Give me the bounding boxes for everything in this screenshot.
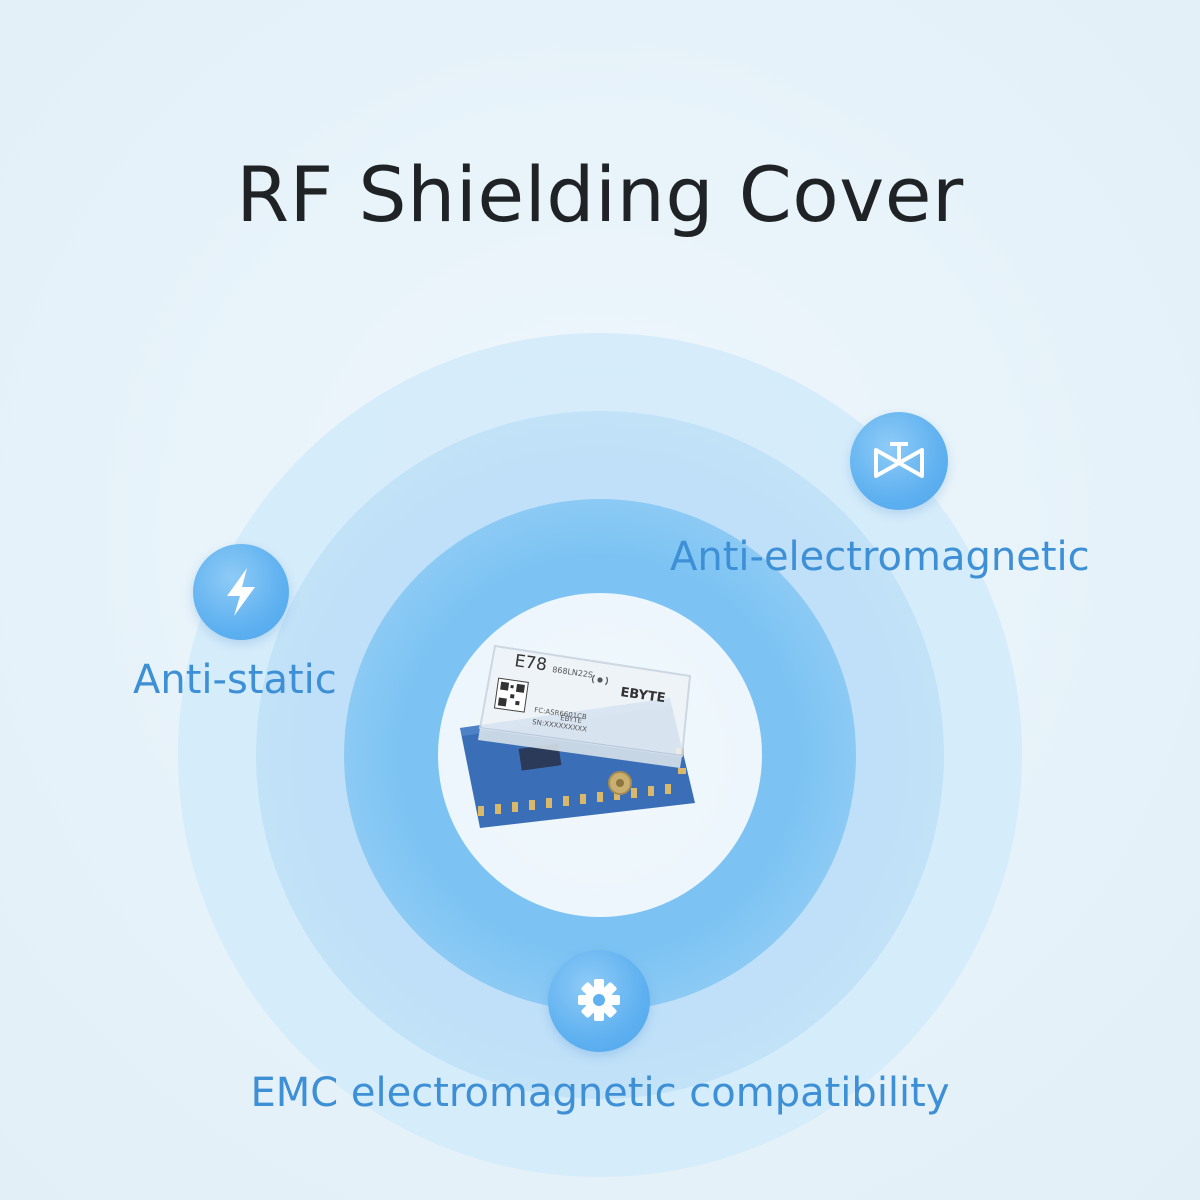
emc-label: EMC electromagnetic compatibility bbox=[250, 1070, 950, 1116]
module-model: E78 bbox=[513, 651, 548, 675]
lightning-bolt-icon bbox=[227, 568, 255, 616]
emc-badge bbox=[548, 950, 650, 1052]
module-chip bbox=[518, 743, 562, 771]
bowtie-valve-icon bbox=[874, 442, 924, 478]
gear-icon bbox=[578, 979, 620, 1021]
rf-module-image: E78 868LN22S EBYTE FC:ASR6601CB EBYTE SN… bbox=[440, 628, 760, 828]
wireless-icon bbox=[591, 674, 609, 686]
anti-electromagnetic-badge bbox=[850, 412, 948, 510]
module-brand: EBYTE bbox=[619, 685, 666, 706]
qr-code bbox=[493, 677, 529, 713]
anti-static-badge bbox=[193, 544, 289, 640]
anti-electromagnetic-label: Anti-electromagnetic bbox=[670, 534, 1090, 580]
anti-static-label: Anti-static bbox=[133, 657, 337, 703]
page-title: RF Shielding Cover bbox=[236, 150, 964, 239]
module-label-brand: EBYTE bbox=[560, 714, 583, 725]
module-illustration: E78 868LN22S EBYTE FC:ASR6601CB EBYTE SN… bbox=[460, 644, 695, 828]
